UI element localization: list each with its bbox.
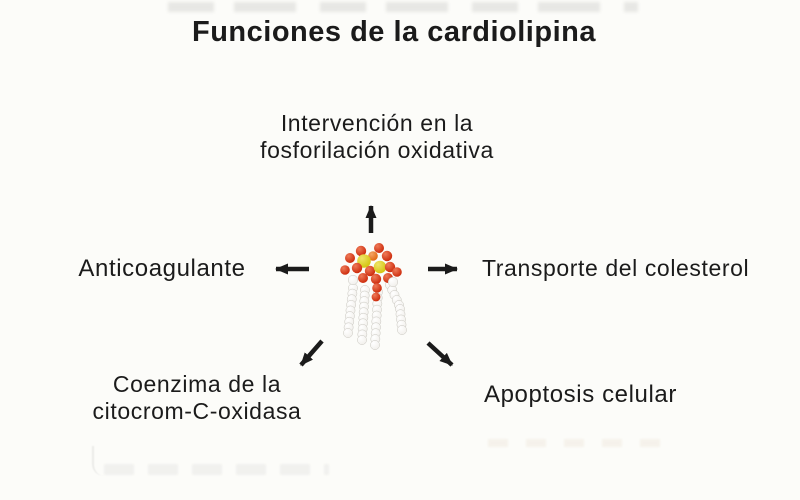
function-label-oxidative-phosphorylation: Intervención en la fosforilación oxidati… (260, 110, 494, 163)
arrow-down-right-icon (426, 341, 454, 367)
function-label-apoptosis: Apoptosis celular (484, 381, 677, 408)
function-label-cytochrome-c-oxidase: Coenzima de la citocrom-C-oxidasa (92, 371, 302, 424)
cardiolipin-molecule-image (340, 243, 407, 350)
arrow-down-left-icon (299, 339, 324, 367)
page-title: Funciones de la cardiolipina (192, 16, 596, 48)
function-label-cholesterol-transport: Transporte del colesterol (482, 255, 750, 281)
function-label-anticoagulant: Anticoagulante (78, 255, 246, 282)
